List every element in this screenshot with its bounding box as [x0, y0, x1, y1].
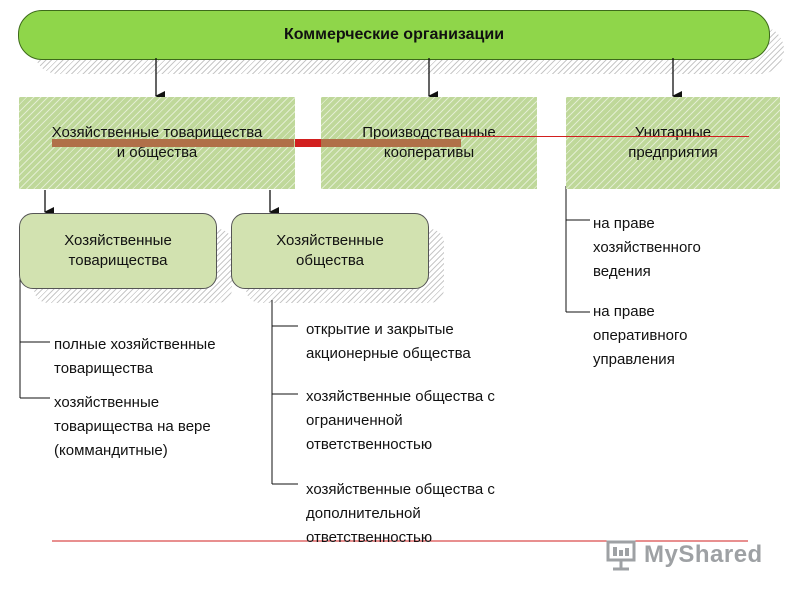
category-label-line2: и общества	[116, 144, 198, 161]
list-item-line: ограниченной	[306, 412, 403, 429]
list-item-line: (коммандитные)	[54, 442, 168, 459]
unitary-item-operational-management: на праве оперативного управления	[593, 300, 688, 372]
decorative-brown-bar	[321, 139, 461, 147]
myshared-watermark: MyShared	[604, 538, 763, 572]
category-label-line2: кооперативы	[383, 144, 475, 161]
list-item-line: товарищества на вере	[54, 418, 211, 435]
watermark-text: MyShared	[644, 541, 763, 568]
category-label-line1: Хозяйственные товарищества	[51, 124, 263, 141]
subtype-label-line2: товарищества	[68, 252, 168, 269]
list-item-line: на праве	[593, 303, 655, 320]
subtype-label-line1: Хозяйственные	[64, 232, 172, 249]
decorative-red-block	[295, 139, 321, 147]
unitary-item-economic-management: на праве хозяйственного ведения	[593, 212, 701, 284]
list-item-line: ответственностью	[306, 529, 433, 546]
society-item-additional-liability: хозяйственные общества с дополнительной …	[306, 478, 495, 550]
society-item-limited-liability: хозяйственные общества с ограниченной от…	[306, 385, 495, 457]
list-item-line: на праве	[593, 215, 655, 232]
subtype-label-line1: Хозяйственные	[276, 232, 384, 249]
presentation-board-icon	[606, 540, 636, 571]
partnership-item-full: полные хозяйственные товарищества	[54, 333, 216, 381]
subtype-box-societies: Хозяйственные общества	[231, 213, 429, 289]
list-item-line: акционерные общества	[306, 345, 471, 362]
list-item-line: товарищества	[54, 360, 153, 377]
list-item-line: ведения	[593, 263, 651, 280]
list-item-line: дополнительной	[306, 505, 421, 522]
category-label-line1: Унитарные	[634, 124, 712, 141]
top-box-label: Коммерческие организации	[283, 26, 505, 43]
category-label-line2: предприятия	[628, 144, 718, 161]
list-item-line: хозяйственные общества с	[306, 388, 495, 405]
subtype-box-partnerships: Хозяйственные товарищества	[19, 213, 217, 289]
list-item-line: открытие и закрытые	[306, 321, 454, 338]
list-item-line: хозяйственные общества с	[306, 481, 495, 498]
list-item-line: ответственностью	[306, 436, 433, 453]
category-box-unitary: Унитарные предприятия	[566, 97, 780, 189]
list-item-line: полные хозяйственные	[54, 336, 216, 353]
list-item-line: управления	[593, 351, 675, 368]
commercial-organizations-box: Коммерческие организации	[18, 10, 770, 60]
list-item-line: хозяйственные	[54, 394, 160, 411]
decorative-red-rule	[461, 136, 749, 137]
list-item-line: хозяйственного	[593, 239, 701, 256]
society-item-joint-stock: открытие и закрытые акционерные общества	[306, 318, 471, 366]
subtype-label-line2: общества	[296, 252, 364, 269]
list-item-line: оперативного	[593, 327, 688, 344]
partnership-item-limited: хозяйственные товарищества на вере (комм…	[54, 391, 211, 463]
decorative-brown-bar	[52, 139, 294, 147]
